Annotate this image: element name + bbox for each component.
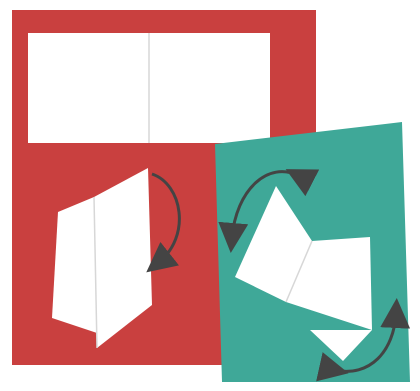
flat-sheet: [28, 33, 270, 143]
